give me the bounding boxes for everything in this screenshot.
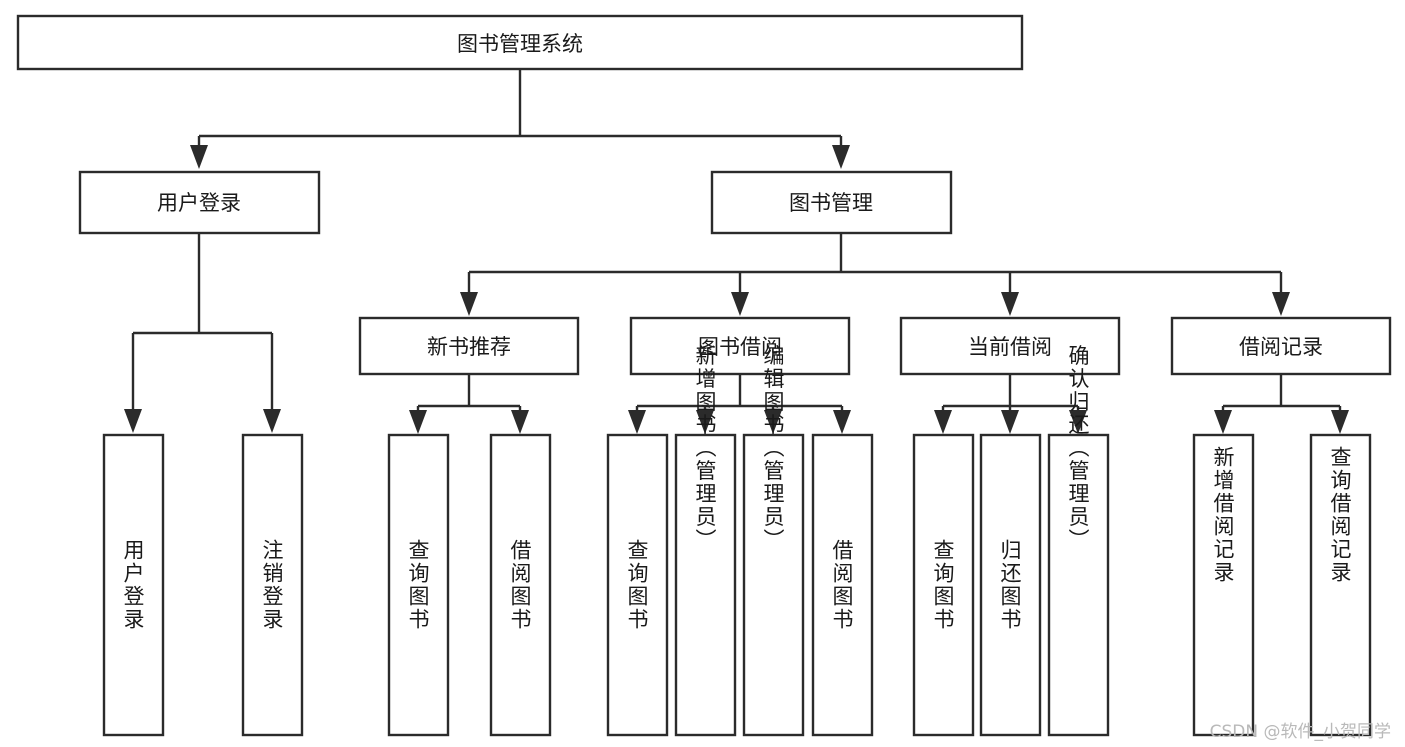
node-new-book-rec[interactable]: 新书推荐	[358, 316, 580, 376]
node-borrow-record-box[interactable]	[1170, 316, 1392, 376]
node-current-borrow[interactable]: 当前借阅	[899, 316, 1121, 376]
node-book-manage-box[interactable]	[710, 170, 953, 235]
node-leaf-query-book-2-box[interactable]	[606, 433, 669, 737]
node-leaf-query-book-3[interactable]: 查询图书	[912, 433, 975, 737]
arrowhead-leaf-query-record	[1331, 410, 1349, 434]
node-book-borrow[interactable]: 图书借阅	[629, 316, 851, 376]
node-book-manage-label: 图书管理	[789, 191, 873, 215]
arrowhead-book-manage	[832, 145, 850, 169]
node-leaf-borrow-book-2-label: 借阅图书	[830, 539, 854, 631]
node-leaf-logout-label: 注销登录	[260, 539, 284, 631]
arrowhead-leaf-query-book-1	[409, 410, 427, 434]
node-borrow-record[interactable]: 借阅记录	[1170, 316, 1392, 376]
node-leaf-logout-box[interactable]	[241, 433, 304, 737]
node-new-book-rec-box[interactable]	[358, 316, 580, 376]
node-leaf-confirm-return[interactable]: 确认归还（管理员）	[1047, 345, 1110, 737]
node-leaf-logout[interactable]: 注销登录	[241, 433, 304, 737]
node-leaf-query-book-3-box[interactable]	[912, 433, 975, 737]
arrowhead-leaf-query-book-2	[628, 410, 646, 434]
node-leaf-edit-book-box[interactable]	[742, 433, 805, 737]
arrowhead-user-login	[190, 145, 208, 169]
node-borrow-record-label: 借阅记录	[1239, 335, 1323, 359]
node-leaf-return-book-box[interactable]	[979, 433, 1042, 737]
node-current-borrow-box[interactable]	[899, 316, 1121, 376]
arrowhead-leaf-borrow-book-1	[511, 410, 529, 434]
arrowhead-book-borrow	[731, 292, 749, 316]
arrowhead-leaf-user-login	[124, 409, 142, 433]
node-leaf-query-book-3-label: 查询图书	[931, 539, 955, 631]
node-book-borrow-label: 图书借阅	[698, 335, 782, 359]
arrowhead-new-book-rec	[460, 292, 478, 316]
node-user-login[interactable]: 用户登录	[78, 170, 321, 235]
node-leaf-user-login-box[interactable]	[102, 433, 165, 737]
node-leaf-edit-book-label: 编辑图书（管理员）	[761, 345, 785, 552]
node-leaf-query-record-label: 查询借阅记录	[1328, 446, 1352, 584]
arrowhead-borrow-record	[1272, 292, 1290, 316]
node-leaf-confirm-return-label: 确认归还（管理员）	[1066, 345, 1090, 552]
node-user-login-label: 用户登录	[157, 191, 241, 215]
node-user-login-box[interactable]	[78, 170, 321, 235]
node-root[interactable]: 图书管理系统	[16, 14, 1024, 71]
node-leaf-query-book-1-label: 查询图书	[406, 539, 430, 631]
node-current-borrow-label: 当前借阅	[968, 335, 1052, 359]
node-leaf-query-record[interactable]: 查询借阅记录	[1309, 433, 1372, 737]
arrowhead-leaf-query-book-3	[934, 410, 952, 434]
node-leaf-add-record-box[interactable]	[1192, 433, 1255, 737]
arrowhead-leaf-logout	[263, 409, 281, 433]
node-leaf-borrow-book-2-box[interactable]	[811, 433, 874, 737]
node-leaf-confirm-return-box[interactable]	[1047, 433, 1110, 737]
node-new-book-rec-label: 新书推荐	[427, 335, 511, 359]
node-leaf-return-book-label: 归还图书	[998, 539, 1022, 631]
node-leaf-return-book[interactable]: 归还图书	[979, 433, 1042, 737]
arrowhead-leaf-add-record	[1214, 410, 1232, 434]
node-leaf-add-book-box[interactable]	[674, 433, 737, 737]
node-leaf-borrow-book-2[interactable]: 借阅图书	[811, 433, 874, 737]
node-leaf-edit-book[interactable]: 编辑图书（管理员）	[742, 345, 805, 737]
node-leaf-query-record-box[interactable]	[1309, 433, 1372, 737]
node-leaf-query-book-2[interactable]: 查询图书	[606, 433, 669, 737]
arrowhead-leaf-borrow-book-2	[833, 410, 851, 434]
node-leaf-query-book-1-box[interactable]	[387, 433, 450, 737]
arrowhead-current-borrow	[1001, 292, 1019, 316]
node-leaf-query-book-1[interactable]: 查询图书	[387, 433, 450, 737]
node-leaf-user-login[interactable]: 用户登录	[102, 433, 165, 737]
node-leaf-borrow-book-1-label: 借阅图书	[508, 539, 532, 631]
node-leaf-add-book-label: 新增图书（管理员）	[693, 345, 717, 552]
node-leaf-borrow-book-1[interactable]: 借阅图书	[489, 433, 552, 737]
node-book-manage[interactable]: 图书管理	[710, 170, 953, 235]
node-leaf-user-login-label: 用户登录	[121, 539, 145, 631]
node-leaf-query-book-2-label: 查询图书	[625, 539, 649, 631]
node-book-borrow-box[interactable]	[629, 316, 851, 376]
node-leaf-borrow-book-1-box[interactable]	[489, 433, 552, 737]
arrowhead-leaf-return-book	[1001, 410, 1019, 434]
node-root-box[interactable]	[16, 14, 1024, 71]
node-leaf-add-book[interactable]: 新增图书（管理员）	[674, 345, 737, 737]
node-leaf-add-record-label: 新增借阅记录	[1211, 446, 1235, 584]
node-root-label: 图书管理系统	[457, 32, 583, 56]
node-leaf-add-record[interactable]: 新增借阅记录	[1192, 433, 1255, 737]
